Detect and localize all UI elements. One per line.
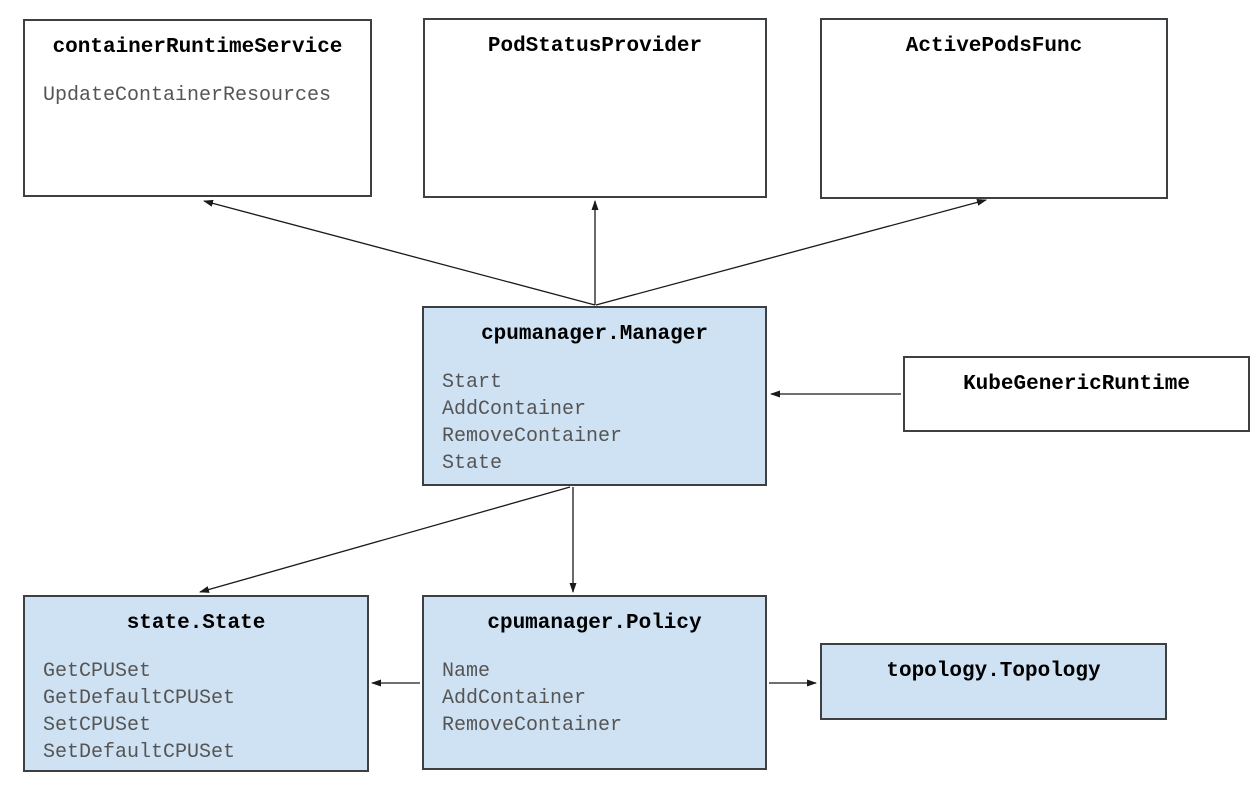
edge-manager-to-state-state <box>199 486 571 593</box>
node-title: containerRuntimeService <box>52 36 343 59</box>
node-title: topology.Topology <box>886 660 1101 683</box>
node-title: PodStatusProvider <box>487 35 703 58</box>
node-pod-status-provider: PodStatusProvider <box>423 18 767 198</box>
node-cpumanager-policy: cpumanager.Policy Name AddContainer Remo… <box>422 595 767 770</box>
method-label: AddContainer <box>442 687 587 710</box>
node-title: state.State <box>126 612 266 635</box>
node-topology-topology: topology.Topology <box>820 643 1167 720</box>
method-label: Start <box>442 371 503 394</box>
node-title: KubeGenericRuntime <box>963 373 1190 396</box>
method-label: GetDefaultCPUSet <box>43 687 236 710</box>
node-active-pods-func: ActivePodsFunc <box>820 18 1168 199</box>
node-methods: UpdateContainerResources <box>25 82 370 109</box>
node-cpumanager-manager: cpumanager.Manager Start AddContainer Re… <box>422 306 767 486</box>
edge-manager-to-active-pods-func <box>595 198 987 306</box>
method-label: SetDefaultCPUSet <box>43 741 236 764</box>
node-methods: GetCPUSet GetDefaultCPUSet SetCPUSet Set… <box>25 658 367 766</box>
method-label: SetCPUSet <box>43 714 152 737</box>
method-label: GetCPUSet <box>43 660 152 683</box>
node-methods: Start AddContainer RemoveContainer State <box>424 369 765 477</box>
node-title: cpumanager.Manager <box>481 323 708 346</box>
method-label: Name <box>442 660 491 683</box>
method-label: RemoveContainer <box>442 714 623 737</box>
method-label: AddContainer <box>442 398 587 421</box>
node-state-state: state.State GetCPUSet GetDefaultCPUSet S… <box>23 595 369 772</box>
method-label: State <box>442 452 503 475</box>
method-label: UpdateContainerResources <box>43 84 332 107</box>
node-kube-generic-runtime: KubeGenericRuntime <box>903 356 1250 432</box>
node-methods: Name AddContainer RemoveContainer <box>424 658 765 739</box>
edge-manager-to-container-runtime-service <box>203 199 596 306</box>
node-container-runtime-service: containerRuntimeService UpdateContainerR… <box>23 19 372 197</box>
node-title: cpumanager.Policy <box>487 612 702 635</box>
method-label: RemoveContainer <box>442 425 623 448</box>
node-title: ActivePodsFunc <box>905 35 1083 58</box>
